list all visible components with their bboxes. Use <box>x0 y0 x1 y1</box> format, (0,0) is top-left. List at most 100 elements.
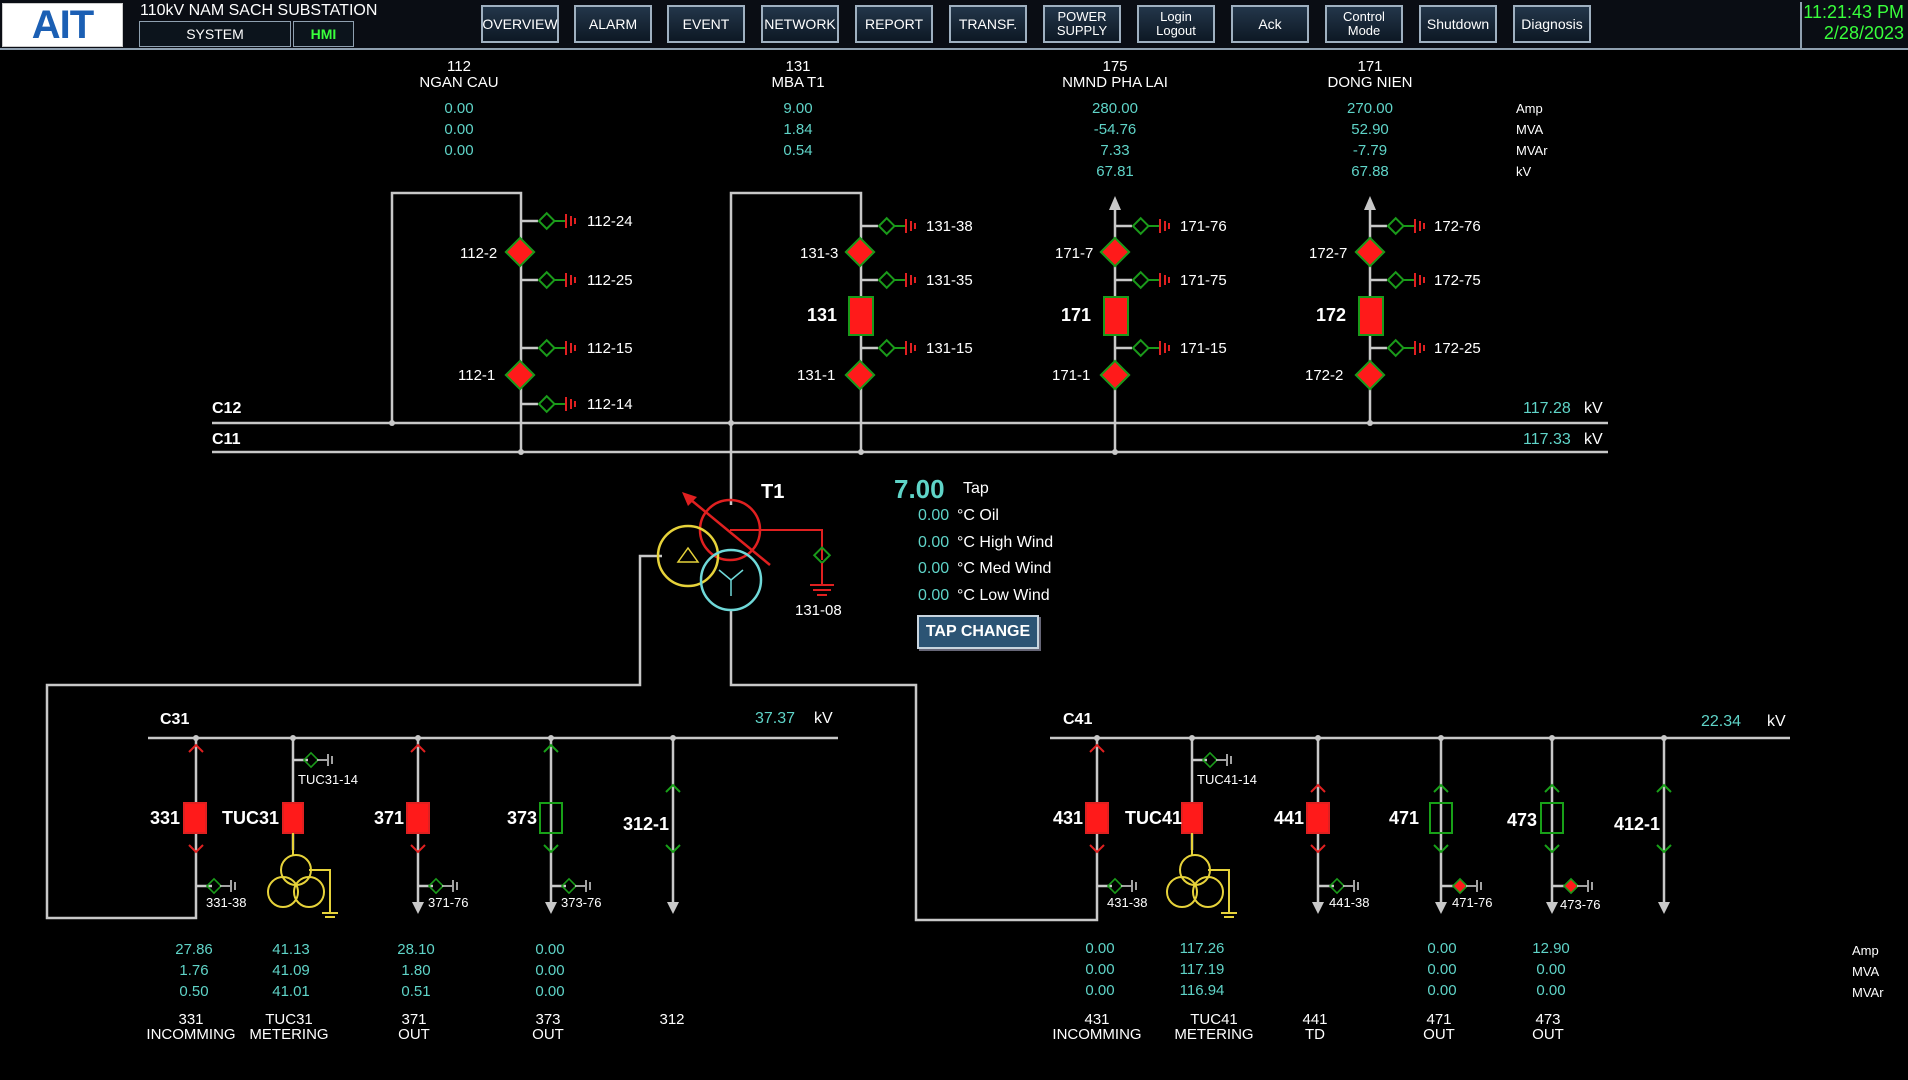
temp-med-wind-label: °C Med Wind <box>957 560 1052 577</box>
mv-tuc31-mva: 41.09 <box>272 962 310 979</box>
disconnector-171-1[interactable] <box>1099 359 1131 391</box>
label-breaker-473: 473 <box>1507 810 1538 830</box>
breaker-331[interactable] <box>183 743 207 854</box>
mv-373-mvar: 0.00 <box>535 983 565 1000</box>
system-button[interactable]: SYSTEM <box>139 21 291 47</box>
unit-mv-mva: MVA <box>1852 964 1880 979</box>
feeder-112-name: NGAN CAU <box>419 74 499 91</box>
earth-switch-131-08[interactable] <box>810 546 834 596</box>
mv-373-amp: 0.00 <box>535 941 565 958</box>
busbar-c41-unit: kV <box>1767 713 1786 730</box>
breaker-441[interactable] <box>1306 783 1330 854</box>
earth-switch-tuc41-14[interactable] <box>1201 751 1232 769</box>
earth-switch-331-38[interactable] <box>205 877 236 895</box>
mv-331-line2: INCOMMING <box>146 1026 236 1043</box>
nav-power-supply-button[interactable]: POWER SUPPLY <box>1043 5 1121 43</box>
feeder-175-mvar: 7.33 <box>1100 142 1130 159</box>
vt-tuc41[interactable] <box>1166 833 1237 918</box>
mv-473-amp: 12.90 <box>1532 940 1570 957</box>
earth-switch-171-76[interactable] <box>1131 216 1170 236</box>
earth-switch-131-15[interactable] <box>877 338 916 358</box>
earth-switch-172-75[interactable] <box>1386 270 1425 290</box>
nav-shutdown-button[interactable]: Shutdown <box>1419 5 1497 43</box>
mv-tuc41-mva: 117.19 <box>1179 961 1225 978</box>
earth-switch-112-14[interactable] <box>537 394 576 414</box>
vt-tuc31[interactable] <box>267 833 338 918</box>
earth-switch-112-15[interactable] <box>537 338 576 358</box>
nav-network-button[interactable]: NETWORK <box>761 5 839 43</box>
earth-switch-131-35[interactable] <box>877 270 916 290</box>
mv-earthing-switches <box>205 751 1593 895</box>
disconnector-172-2[interactable] <box>1354 359 1386 391</box>
mv-471-mva: 0.00 <box>1427 961 1457 978</box>
disconnector-172-7[interactable] <box>1354 236 1386 268</box>
earth-switch-172-25[interactable] <box>1386 338 1425 358</box>
earth-switch-171-15[interactable] <box>1131 338 1170 358</box>
feeder-112-amp: 0.00 <box>444 100 474 117</box>
earth-switch-171-75[interactable] <box>1131 270 1170 290</box>
nav-report-button[interactable]: REPORT <box>855 5 933 43</box>
label-331-38: 331-38 <box>206 895 247 910</box>
earth-switch-373-76[interactable] <box>560 877 591 895</box>
earth-switch-131-38[interactable] <box>877 216 916 236</box>
breaker-412-1[interactable] <box>1656 783 1672 854</box>
mv-331-amp: 27.86 <box>175 941 213 958</box>
earth-switch-172-76[interactable] <box>1386 216 1425 236</box>
disconnector-171-7[interactable] <box>1099 236 1131 268</box>
nav-transf-button[interactable]: TRANSF. <box>949 5 1027 43</box>
busbar-c31-name: C31 <box>160 711 190 728</box>
mv-breakers <box>183 743 1672 854</box>
tap-value: 7.00 <box>894 474 945 504</box>
mv-tuc41-line2: METERING <box>1174 1026 1254 1043</box>
breaker-473[interactable] <box>1540 783 1564 854</box>
breaker-471[interactable] <box>1429 783 1453 854</box>
feeder-175-mva: -54.76 <box>1093 121 1137 138</box>
earth-switch-431-38[interactable] <box>1106 877 1137 895</box>
app-title: 110kV NAM SACH SUBSTATION <box>140 2 378 19</box>
hmi-button[interactable]: HMI <box>293 21 354 47</box>
label-441-38: 441-38 <box>1329 895 1370 910</box>
earth-switch-112-25[interactable] <box>537 270 576 290</box>
disconnector-112-1[interactable] <box>504 359 536 391</box>
label-171-75: 171-75 <box>1180 272 1227 289</box>
temp-high-wind-label: °C High Wind <box>957 534 1054 551</box>
nav-control-mode-button[interactable]: Control Mode <box>1325 5 1403 43</box>
disconnector-112-2[interactable] <box>504 236 536 268</box>
unit-hv-mva: MVA <box>1516 122 1544 137</box>
unit-hv-kv: kV <box>1516 164 1532 179</box>
feeder-131-mva: 1.84 <box>783 121 813 138</box>
disconnector-131-1[interactable] <box>844 359 876 391</box>
temp-low-wind-value: 0.00 <box>918 587 950 604</box>
mv-tuc31-mvar: 41.01 <box>272 983 310 1000</box>
nav-ack-button[interactable]: Ack <box>1231 5 1309 43</box>
earth-switch-473-76[interactable] <box>1562 877 1593 895</box>
earth-switch-471-76[interactable] <box>1451 877 1482 895</box>
mv-371-mvar: 0.51 <box>401 983 431 1000</box>
nav-overview-button[interactable]: OVERVIEW <box>481 5 559 43</box>
disconnector-131-3[interactable] <box>844 236 876 268</box>
earth-switch-441-38[interactable] <box>1328 877 1359 895</box>
nav-login-logout-button[interactable]: Login Logout <box>1137 5 1215 43</box>
earth-switch-tuc31-14[interactable] <box>302 751 333 769</box>
breaker-tuc31[interactable] <box>282 802 304 834</box>
breaker-171[interactable] <box>1103 296 1129 336</box>
breaker-373[interactable] <box>539 743 563 854</box>
breaker-431[interactable] <box>1085 743 1109 854</box>
earth-switch-371-76[interactable] <box>427 877 458 895</box>
earth-switch-112-24[interactable] <box>537 211 576 231</box>
breaker-tuc41[interactable] <box>1181 802 1203 834</box>
mv-331-mvar: 0.50 <box>179 983 209 1000</box>
transformer-t1[interactable] <box>656 492 823 612</box>
breaker-131[interactable] <box>848 296 874 336</box>
label-171-15: 171-15 <box>1180 340 1227 357</box>
nav-event-button[interactable]: EVENT <box>667 5 745 43</box>
breaker-312-1[interactable] <box>665 783 681 854</box>
nav-diagnosis-button[interactable]: Diagnosis <box>1513 5 1591 43</box>
label-breaker-131: 131 <box>807 305 838 325</box>
tap-change-button[interactable]: TAP CHANGE <box>917 615 1039 649</box>
breaker-172[interactable] <box>1358 296 1384 336</box>
label-breaker-471: 471 <box>1389 808 1420 828</box>
nav-alarm-button[interactable]: ALARM <box>574 5 652 43</box>
breaker-371[interactable] <box>406 743 430 854</box>
